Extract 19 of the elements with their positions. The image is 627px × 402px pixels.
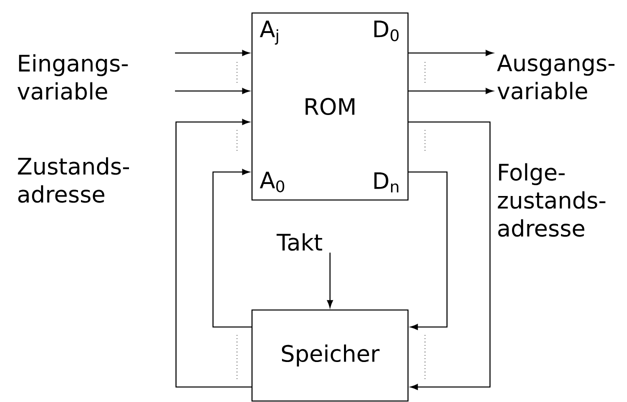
label-text: Ausgangs- variable xyxy=(497,54,614,100)
arrow xyxy=(408,88,494,94)
port-label: D$_{0}$ xyxy=(374,20,399,42)
arrow xyxy=(408,121,491,390)
arrow xyxy=(175,50,250,56)
port-label: A$_{0}$ xyxy=(260,172,284,192)
arrow xyxy=(408,171,448,330)
port-label: D$_{n}$ xyxy=(374,172,398,192)
arrow xyxy=(408,50,494,56)
arrow xyxy=(327,252,333,308)
label-text: Eingangs- variable xyxy=(18,54,128,100)
label-text: Takt xyxy=(276,233,322,251)
block-box: Speicher xyxy=(251,309,409,402)
arrow xyxy=(175,88,250,94)
port-label: A$_{j}$ xyxy=(260,20,278,45)
label-text: Folge- zustands- adresse xyxy=(498,163,606,237)
arrow xyxy=(212,169,252,328)
arrow xyxy=(175,119,252,388)
label-text: Zustands- adresse xyxy=(18,157,129,203)
